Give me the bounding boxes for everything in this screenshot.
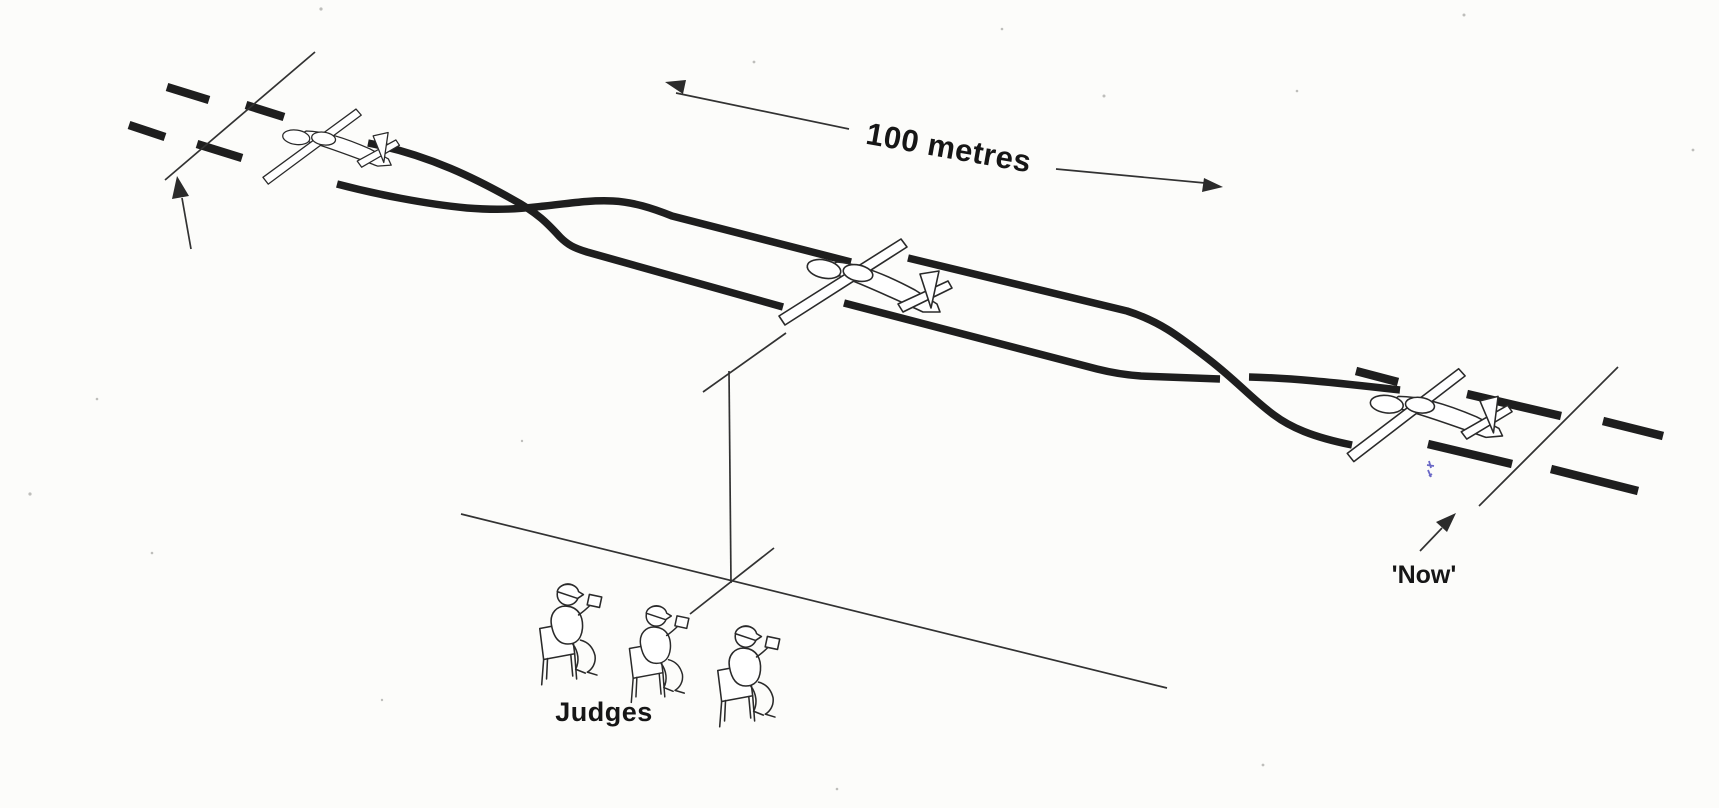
up-arrow-icon bbox=[172, 176, 192, 250]
now-boundary-marker: 'Now' bbox=[1392, 366, 1619, 589]
flight-path bbox=[336, 139, 1401, 449]
flight-path-segment bbox=[336, 180, 852, 266]
seated-judge-icon bbox=[716, 625, 781, 728]
judges-cross-marker bbox=[689, 547, 775, 615]
left-boundary-marker bbox=[164, 51, 316, 250]
flight-path-segment bbox=[1248, 373, 1401, 394]
sight-line bbox=[460, 332, 1168, 689]
now-label: 'Now' bbox=[1392, 561, 1457, 589]
centre-tick bbox=[702, 332, 787, 393]
double-ended-measure-arrow-icon: 100 metres bbox=[665, 80, 1223, 192]
seated-judge-icon bbox=[538, 583, 603, 686]
vertical-sight-line bbox=[728, 370, 732, 584]
dashed-centerline-right bbox=[1354, 366, 1665, 496]
judges-group: Judges bbox=[538, 583, 781, 728]
blue-ink-speck bbox=[1426, 460, 1435, 478]
judges-label: Judges bbox=[555, 697, 653, 727]
seated-judge-icon bbox=[628, 604, 690, 704]
distance-label: 100 metres bbox=[864, 116, 1035, 179]
flight-path-segment bbox=[843, 299, 1221, 383]
up-right-arrow-icon bbox=[1419, 513, 1456, 552]
flight-path-segment bbox=[907, 254, 1353, 449]
ground-line bbox=[460, 513, 1168, 689]
scan-speckles bbox=[28, 7, 1695, 791]
